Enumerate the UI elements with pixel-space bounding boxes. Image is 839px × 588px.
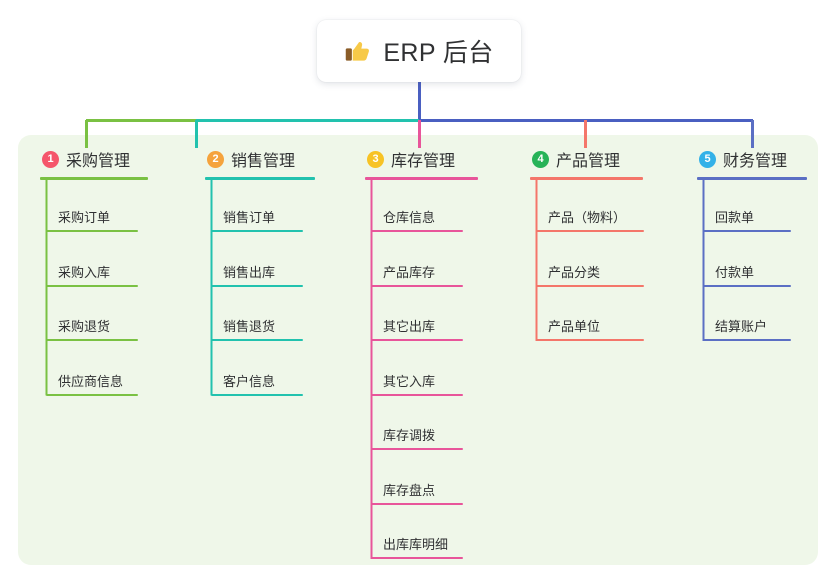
leaf-label: 回款单 bbox=[715, 210, 755, 225]
leaf-node[interactable]: 销售退货 bbox=[211, 315, 303, 341]
leaf-node[interactable]: 仓库信息 bbox=[371, 206, 463, 232]
leaf-label: 其它入库 bbox=[383, 373, 436, 389]
root-node[interactable]: ERP 后台 bbox=[317, 20, 521, 82]
column-header-2[interactable]: 2 销售管理 bbox=[205, 148, 315, 180]
leaf-node[interactable]: 回款单 bbox=[703, 206, 791, 232]
leaf-underline bbox=[211, 230, 303, 232]
leaf-underline bbox=[46, 393, 138, 396]
leaf-node[interactable]: 销售订单 bbox=[211, 206, 303, 232]
leaf-label: 销售订单 bbox=[223, 210, 276, 225]
leaf-label: 客户信息 bbox=[223, 373, 276, 389]
column-badge-icon: 4 bbox=[532, 150, 549, 168]
leaf-underline bbox=[46, 230, 138, 232]
column-5: 5 财务管理 bbox=[697, 148, 807, 180]
leaf-underline bbox=[46, 339, 138, 341]
column-title-underline bbox=[530, 177, 643, 180]
leaf-node[interactable]: 产品单位 bbox=[536, 315, 644, 341]
column-header-3[interactable]: 3 库存管理 bbox=[365, 148, 478, 180]
leaf-underline bbox=[536, 230, 644, 232]
leaf-node[interactable]: 其它出库 bbox=[371, 315, 463, 341]
leaf-label: 产品分类 bbox=[548, 264, 601, 280]
leaf-underline bbox=[536, 284, 644, 287]
leaf-underline bbox=[371, 230, 463, 232]
column-2: 2 销售管理 bbox=[205, 148, 315, 180]
column-badge-icon: 2 bbox=[207, 150, 224, 168]
column-header-5[interactable]: 5 财务管理 bbox=[697, 148, 807, 180]
leaf-node[interactable]: 产品库存 bbox=[371, 261, 463, 287]
leaf-underline bbox=[371, 284, 463, 287]
leaf-label: 供应商信息 bbox=[58, 373, 124, 389]
leaf-node[interactable]: 采购退货 bbox=[46, 315, 138, 341]
leaf-node[interactable]: 库存调拨 bbox=[371, 424, 463, 450]
leaf-label: 仓库信息 bbox=[383, 210, 436, 225]
diagram-panel bbox=[18, 135, 818, 565]
leaf-underline bbox=[371, 448, 463, 450]
leaf-node[interactable]: 销售出库 bbox=[211, 261, 303, 287]
column-title: 财务管理 bbox=[723, 153, 788, 170]
column-header-4[interactable]: 4 产品管理 bbox=[530, 148, 643, 180]
leaf-underline bbox=[703, 339, 791, 341]
leaf-node[interactable]: 库存盘点 bbox=[371, 479, 463, 505]
column-1: 1 采购管理 bbox=[40, 148, 148, 180]
leaf-label: 付款单 bbox=[715, 264, 755, 280]
thumbs-up-icon bbox=[344, 37, 372, 65]
leaf-underline bbox=[371, 393, 463, 396]
leaf-node[interactable]: 其它入库 bbox=[371, 370, 463, 396]
leaf-label: 库存盘点 bbox=[383, 482, 436, 498]
leaf-underline bbox=[211, 339, 303, 341]
leaf-node[interactable]: 出库库明细 bbox=[371, 533, 463, 559]
column-3: 3 库存管理 bbox=[365, 148, 478, 180]
column-title-underline bbox=[205, 177, 315, 180]
column-4: 4 产品管理 bbox=[530, 148, 643, 180]
column-title-underline bbox=[697, 177, 807, 180]
leaf-node[interactable]: 供应商信息 bbox=[46, 370, 138, 396]
leaf-underline bbox=[211, 393, 303, 396]
leaf-underline bbox=[371, 339, 463, 341]
root-title: ERP 后台 bbox=[383, 39, 494, 67]
leaf-underline bbox=[536, 339, 644, 341]
column-title: 库存管理 bbox=[391, 153, 456, 170]
leaf-underline bbox=[371, 502, 463, 505]
column-badge-icon: 5 bbox=[699, 150, 716, 168]
leaf-label: 库存调拨 bbox=[383, 428, 436, 443]
leaf-label: 其它出库 bbox=[383, 319, 436, 334]
leaf-label: 产品库存 bbox=[383, 264, 436, 280]
leaf-node[interactable]: 付款单 bbox=[703, 261, 791, 287]
leaf-node[interactable]: 采购入库 bbox=[46, 261, 138, 287]
column-title: 销售管理 bbox=[231, 153, 296, 170]
column-header-1[interactable]: 1 采购管理 bbox=[40, 148, 148, 180]
leaf-underline bbox=[371, 557, 463, 559]
column-title: 产品管理 bbox=[556, 153, 621, 170]
leaf-node[interactable]: 客户信息 bbox=[211, 370, 303, 396]
leaf-underline bbox=[703, 230, 791, 232]
leaf-node[interactable]: 产品（物料） bbox=[536, 206, 644, 232]
leaf-node[interactable]: 产品分类 bbox=[536, 261, 644, 287]
leaf-label: 产品单位 bbox=[548, 319, 601, 334]
leaf-label: 销售退货 bbox=[223, 319, 276, 334]
column-badge-icon: 1 bbox=[42, 150, 59, 168]
column-title: 采购管理 bbox=[66, 153, 131, 170]
leaf-underline bbox=[46, 284, 138, 287]
leaf-label: 销售出库 bbox=[223, 264, 276, 280]
leaf-label: 采购入库 bbox=[58, 264, 111, 280]
leaf-label: 采购订单 bbox=[58, 210, 111, 225]
leaf-node[interactable]: 采购订单 bbox=[46, 206, 138, 232]
column-title-underline bbox=[365, 177, 478, 180]
leaf-label: 采购退货 bbox=[58, 319, 111, 334]
leaf-label: 产品（物料） bbox=[548, 210, 627, 225]
leaf-label: 出库库明细 bbox=[383, 537, 449, 552]
column-badge-icon: 3 bbox=[367, 150, 384, 168]
leaf-node[interactable]: 结算账户 bbox=[703, 315, 791, 341]
column-title-underline bbox=[40, 177, 148, 180]
leaf-underline bbox=[703, 284, 791, 287]
leaf-label: 结算账户 bbox=[715, 319, 768, 334]
leaf-underline bbox=[211, 284, 303, 287]
